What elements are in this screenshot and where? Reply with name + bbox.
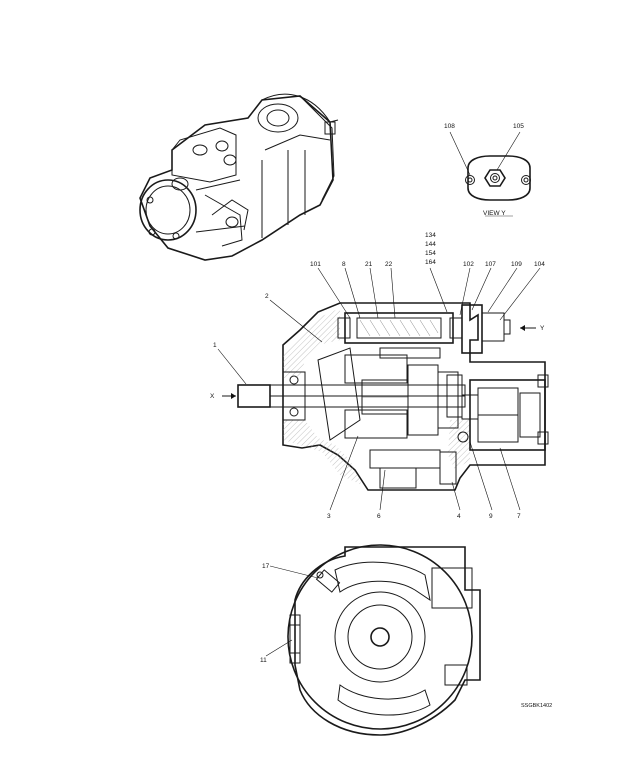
callout-102: 102 — [463, 261, 474, 268]
rear-view-drawing — [265, 544, 481, 736]
sectional-view-drawing — [217, 267, 549, 511]
callout-108: 108 — [444, 123, 455, 130]
callout-107: 107 — [485, 261, 496, 268]
callout-164: 164 — [425, 259, 436, 266]
callout-3: 3 — [327, 513, 331, 520]
callout-21: 21 — [365, 261, 373, 268]
arrow-label-y: Y — [540, 325, 545, 332]
arrow-label-x: X — [210, 393, 215, 400]
figure-code: SSGBK1402 — [521, 703, 552, 709]
callout-105: 105 — [513, 123, 524, 130]
callout-101: 101 — [310, 261, 321, 268]
callout-2: 2 — [265, 293, 269, 300]
isometric-pump-drawing — [139, 93, 339, 261]
callout-6: 6 — [377, 513, 381, 520]
callout-144: 144 — [425, 241, 436, 248]
callout-11: 11 — [260, 657, 267, 664]
callout-7: 7 — [517, 513, 521, 520]
callout-22: 22 — [385, 261, 393, 268]
callout-109: 109 — [511, 261, 522, 268]
callout-17: 17 — [262, 563, 270, 570]
view-y-caption: VIEW Y — [483, 210, 506, 217]
callout-134: 134 — [425, 232, 436, 239]
callout-8: 8 — [342, 261, 346, 268]
callout-104: 104 — [534, 261, 545, 268]
callout-1: 1 — [213, 342, 217, 349]
callout-4: 4 — [457, 513, 461, 520]
view-y-drawing — [449, 131, 531, 217]
callout-9: 9 — [489, 513, 493, 520]
callout-154: 154 — [425, 250, 436, 257]
